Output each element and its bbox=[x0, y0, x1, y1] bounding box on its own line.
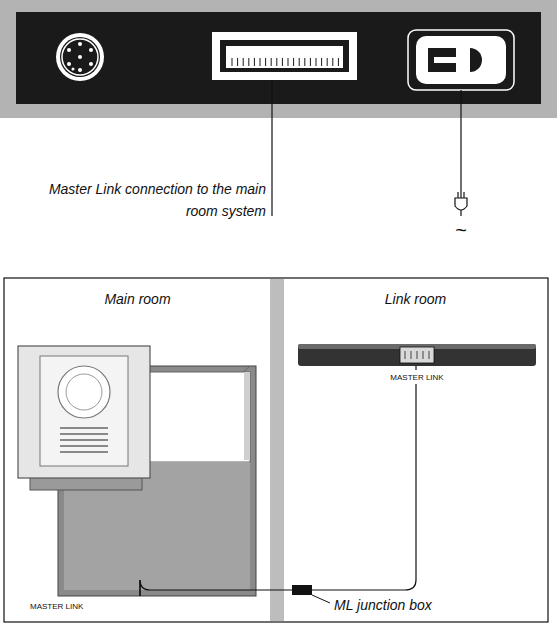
mains-socket bbox=[408, 30, 514, 90]
junction-box bbox=[292, 585, 312, 595]
connection-note: Master Link connection to the main room … bbox=[26, 178, 266, 222]
plug-symbol bbox=[455, 192, 467, 216]
port-label: MASTER LINK bbox=[382, 373, 452, 383]
panel bbox=[16, 12, 541, 104]
room-title: Link room bbox=[284, 291, 547, 307]
room-region: Main room bbox=[5, 279, 270, 621]
callout-label: ML junction box bbox=[334, 597, 474, 614]
master-link-cable bbox=[139, 580, 140, 596]
panel-frame bbox=[0, 0, 557, 118]
audio-system bbox=[298, 344, 536, 366]
din-socket bbox=[56, 33, 104, 81]
room-region: Link room bbox=[284, 279, 547, 621]
power-cord bbox=[460, 90, 461, 198]
wall bbox=[270, 279, 284, 621]
port-label: MASTER LINK bbox=[30, 602, 100, 612]
master-link-socket bbox=[212, 32, 357, 80]
leader-line bbox=[312, 595, 330, 603]
master-link-cable bbox=[140, 384, 416, 596]
leader-line bbox=[271, 80, 272, 216]
television bbox=[18, 346, 256, 596]
ac-symbol: ~ bbox=[452, 218, 470, 242]
master-link-cable bbox=[415, 366, 416, 370]
room-title: Main room bbox=[5, 291, 270, 307]
frame bbox=[4, 278, 548, 622]
